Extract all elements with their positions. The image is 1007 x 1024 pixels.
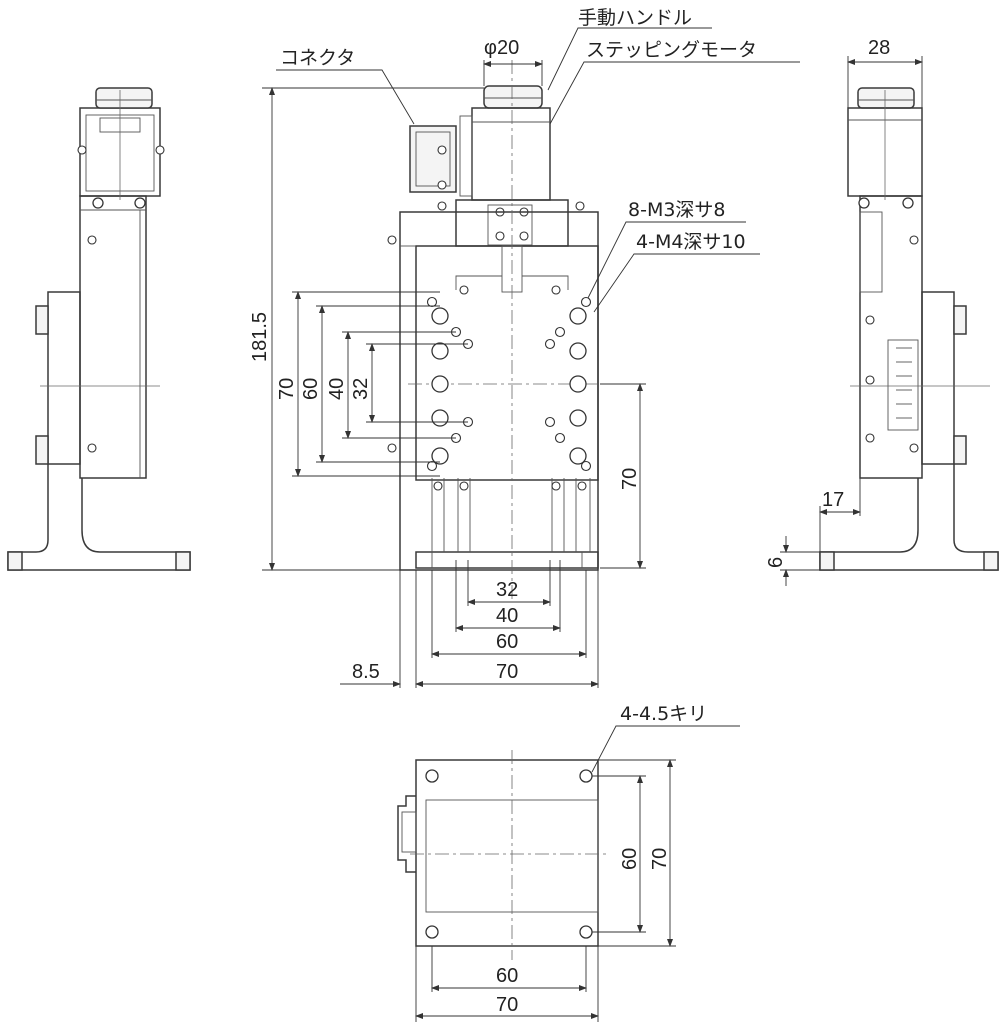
front-dimensions [262, 60, 646, 688]
label-holes: 4-4.5キリ [620, 703, 707, 725]
dim-pitch-60-v: 60 [300, 378, 322, 400]
right-side-view [780, 56, 999, 586]
dim-height-total: 181.5 [249, 312, 271, 362]
dim-pitch-32-h: 32 [496, 579, 518, 601]
label-motor: ステッピングモータ [586, 39, 757, 61]
dim-base-70-h: 70 [496, 661, 518, 683]
label-taps-m4: 4-M4深サ10 [636, 231, 746, 253]
dim-bottom-70-v: 70 [649, 848, 671, 870]
label-connector: コネクタ [280, 47, 355, 69]
dim-thick-6: 6 [765, 557, 787, 568]
dim-pitch-60-h: 60 [496, 631, 518, 653]
dim-width-side: 28 [868, 37, 890, 59]
dim-pitch-70-v: 70 [276, 378, 298, 400]
bottom-view [397, 725, 740, 1022]
leaders [276, 27, 800, 313]
dim-pitch-40-h: 40 [496, 605, 518, 627]
dim-phi: φ20 [484, 37, 519, 59]
label-handle: 手動ハンドル [578, 7, 692, 29]
labels: コネクタ 手動ハンドル ステッピングモータ 8-M3深サ8 4-M4深サ10 4… [249, 7, 890, 1016]
label-taps-m3: 8-M3深サ8 [628, 199, 726, 221]
dim-offset-8-5: 8.5 [352, 661, 380, 683]
dim-offset-17: 17 [822, 489, 844, 511]
dim-bottom-70-h: 70 [496, 994, 518, 1016]
front-view [387, 60, 620, 600]
dim-bottom-60-v: 60 [619, 848, 641, 870]
dim-pitch-32-v: 32 [350, 378, 372, 400]
left-side-view [7, 87, 191, 571]
dim-pitch-40-v: 40 [326, 378, 348, 400]
dim-bottom-60-h: 60 [496, 965, 518, 987]
dim-base-70-v: 70 [619, 468, 641, 490]
